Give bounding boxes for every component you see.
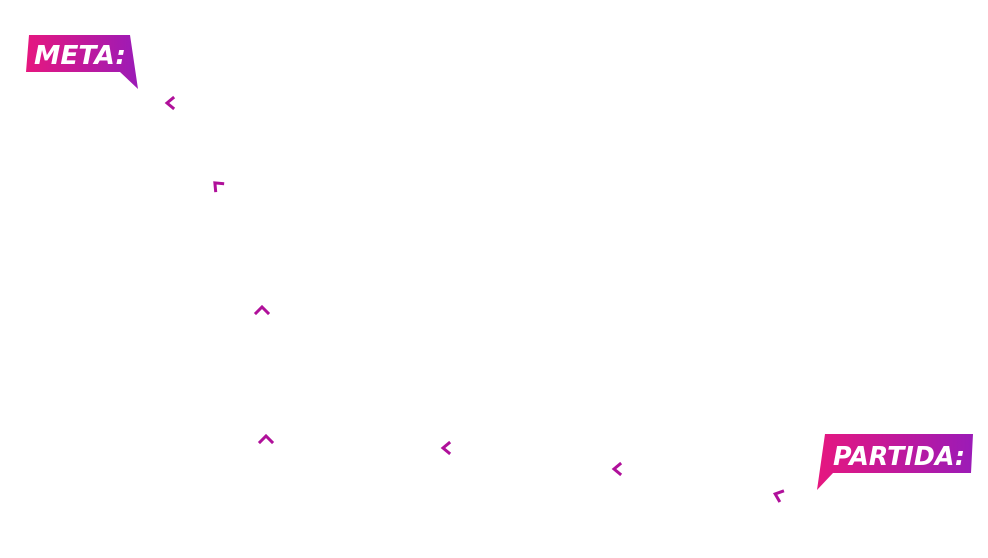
path-marker-7: [772, 489, 785, 503]
chevron-arrow-icon: [257, 433, 275, 445]
path-marker-4: [257, 433, 275, 445]
chevron-arrow-icon: [611, 461, 623, 477]
chevron-arrow-icon: [440, 440, 452, 456]
meta-label: META:: [26, 35, 138, 89]
path-marker-2: [213, 181, 225, 193]
partida-label-text: PARTIDA:: [833, 442, 965, 472]
path-marker-3: [253, 304, 271, 316]
meta-label-text: META:: [34, 41, 126, 71]
path-marker-6: [611, 461, 623, 477]
partida-label: PARTIDA:: [817, 434, 973, 490]
chevron-arrow-icon: [164, 95, 176, 111]
meta-label-bubble: [26, 35, 138, 89]
chevron-arrow-icon: [213, 181, 225, 193]
partida-label-bubble: [817, 434, 973, 490]
chevron-arrow-icon: [253, 304, 271, 316]
chevron-arrow-icon: [772, 489, 785, 503]
path-marker-5: [440, 440, 452, 456]
path-marker-1: [164, 95, 176, 111]
